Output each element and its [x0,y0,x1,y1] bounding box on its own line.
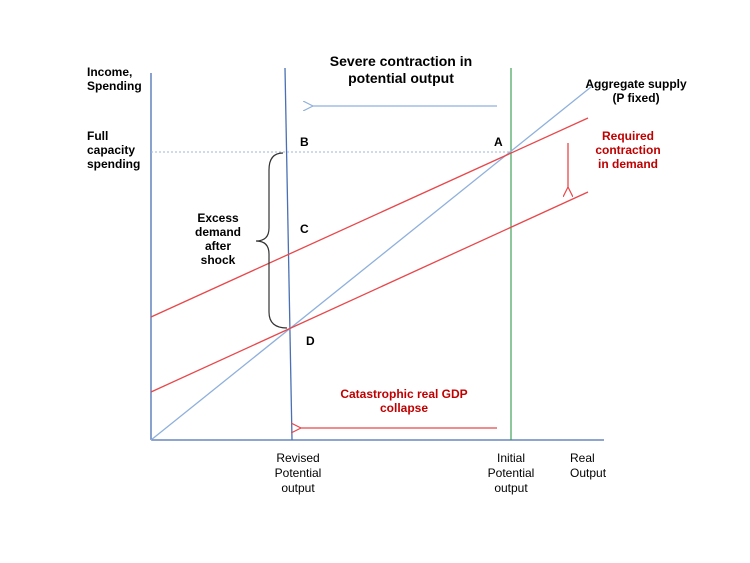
full-capacity-label-line-2: capacity [87,143,135,157]
excess-demand-brace [255,152,288,329]
excess-demand-label-line-4: shock [201,253,236,267]
aggregate-supply-line [150,86,592,441]
excess-demand-label-line-3: after [205,239,231,253]
demand-line-reduced [150,191,589,393]
revised-potential-label-line-3: output [281,481,315,495]
required-contraction-label-line-3: in demand [598,157,658,171]
catastrophic-label-line-2: collapse [380,401,428,415]
y-axis-label-line-2: Spending [87,79,142,93]
full-capacity-label-line-3: spending [87,157,140,171]
excess-demand-label-line-2: demand [195,225,241,239]
full-capacity-label-line-1: Full [87,129,108,143]
title-line-2: potential output [348,70,454,86]
title-line-1: Severe contraction in [330,53,472,69]
demand-line-initial [150,117,589,318]
required-contraction-label-line-1: Required [602,129,654,143]
initial-potential-label-line-2: Potential [488,466,535,480]
required-contraction-label-line-2: contraction [595,143,660,157]
initial-potential-label-line-3: output [494,481,528,495]
initial-potential-label-line-1: Initial [497,451,525,465]
point-b-label: B [300,135,309,149]
point-d-label: D [306,334,315,348]
y-axis-label-line-1: Income, [87,65,132,79]
aggregate-supply-label-line-2: (P fixed) [612,91,659,105]
aggregate-supply-label-line-1: Aggregate supply [585,77,687,91]
point-a-label: A [494,135,503,149]
catastrophic-label-line-1: Catastrophic real GDP [340,387,467,401]
x-axis-label-line-2: Output [570,466,607,480]
x-axis-label-line-1: Real [570,451,595,465]
excess-demand-label-line-1: Excess [197,211,239,225]
revised-potential-label-line-1: Revised [276,451,319,465]
point-c-label: C [300,222,309,236]
revised-potential-label-line-2: Potential [275,466,322,480]
